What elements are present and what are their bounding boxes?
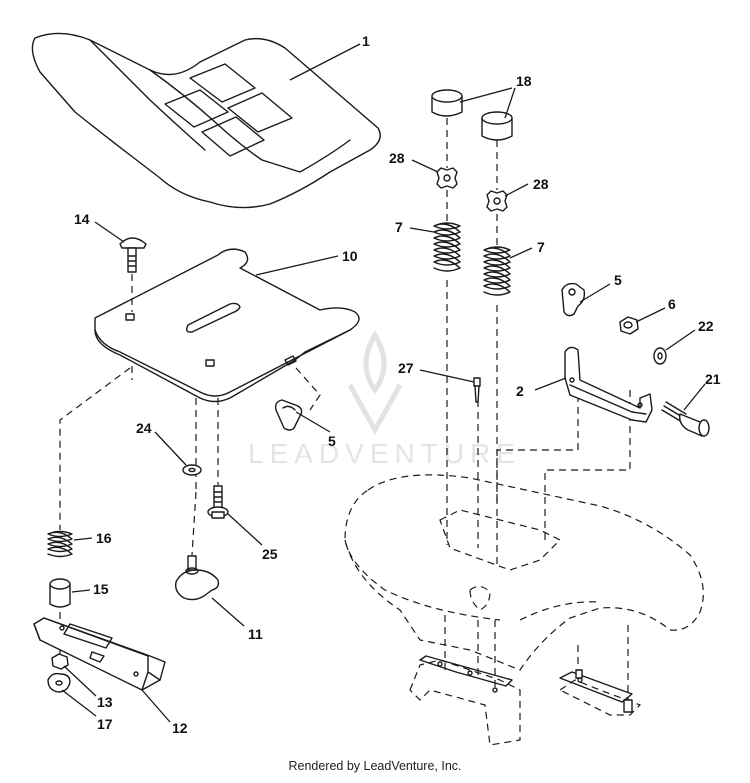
shoulder-bolt <box>661 401 710 437</box>
seat-pan <box>94 248 360 403</box>
callout-7-left: 7 <box>395 219 403 235</box>
springs <box>433 222 511 296</box>
render-credit: Rendered by LeadVenture, Inc. <box>288 759 462 773</box>
hex-nut <box>51 653 69 670</box>
frame-outline <box>344 474 704 746</box>
callout-27: 27 <box>398 360 414 376</box>
small-spring <box>47 530 73 558</box>
callout-15: 15 <box>93 581 109 597</box>
callout-18: 18 <box>516 73 532 89</box>
watermark-text: LEADVENTURE <box>248 438 521 469</box>
watermark-logo-icon <box>347 330 403 436</box>
lower-washer <box>47 672 71 693</box>
callout-13: 13 <box>97 694 113 710</box>
callout-17: 17 <box>97 716 113 732</box>
carriage-bolt <box>119 237 147 312</box>
spacer <box>49 578 71 608</box>
callout-14: 14 <box>74 211 90 227</box>
slide-plate <box>33 617 166 691</box>
callout-7-right: 7 <box>537 239 545 255</box>
nut <box>619 316 639 335</box>
clip-right <box>561 282 586 317</box>
frame-mounting-plates <box>419 655 633 713</box>
callout-28-left: 28 <box>389 150 405 166</box>
callout-24: 24 <box>136 420 152 436</box>
callout-numbers: 1 18 28 28 7 7 14 10 5 6 22 27 2 21 24 5… <box>74 33 721 736</box>
callout-12: 12 <box>172 720 188 736</box>
callout-1: 1 <box>362 33 370 49</box>
screw <box>473 377 481 403</box>
flat-washer <box>653 347 667 365</box>
callout-6: 6 <box>668 296 676 312</box>
callout-16: 16 <box>96 530 112 546</box>
callout-11: 11 <box>248 626 263 642</box>
lock-washers <box>436 167 508 212</box>
leader-lines <box>61 43 706 723</box>
watermark: LEADVENTURE <box>248 330 521 469</box>
callout-25: 25 <box>262 546 278 562</box>
seat <box>31 32 381 209</box>
callout-28-right: 28 <box>533 176 549 192</box>
callout-21: 21 <box>705 371 721 387</box>
flange-bolt <box>207 485 229 519</box>
callout-10: 10 <box>342 248 358 264</box>
callout-2: 2 <box>516 383 524 399</box>
bushings <box>431 89 513 141</box>
callout-5-left: 5 <box>328 433 336 449</box>
seat-knob <box>174 555 220 601</box>
washer <box>182 464 202 476</box>
callout-22: 22 <box>698 318 714 334</box>
seat-bracket <box>564 346 653 423</box>
callout-5-right: 5 <box>614 272 622 288</box>
clip-left <box>274 399 303 431</box>
assembly-lines <box>59 118 631 700</box>
